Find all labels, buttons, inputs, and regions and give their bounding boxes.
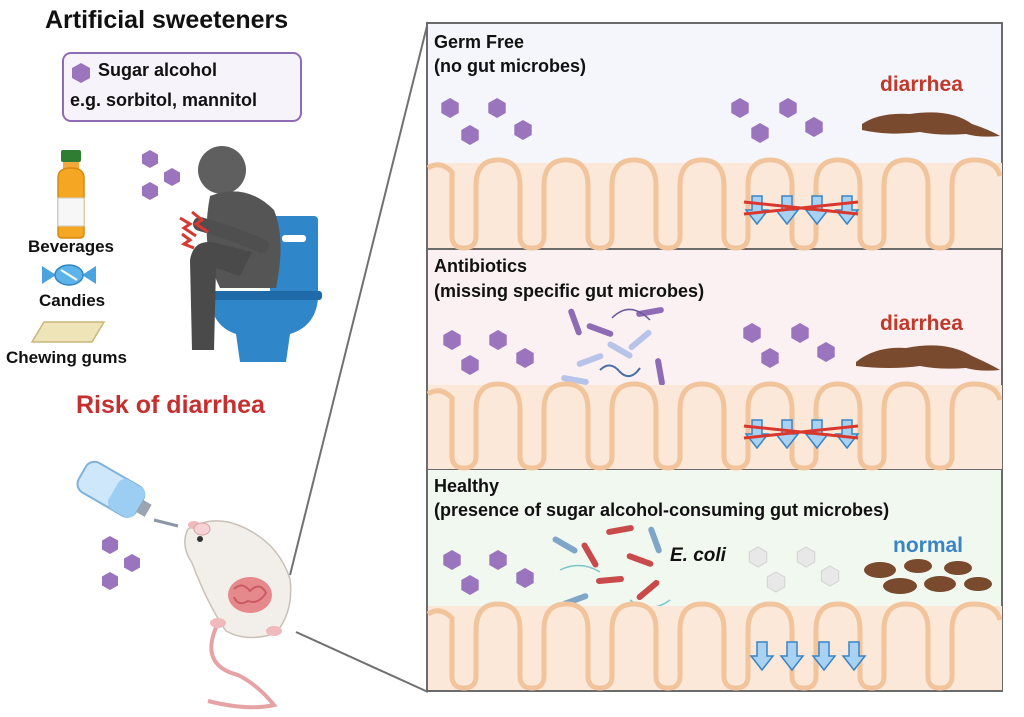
sugar-alcohol-hexagon-icon <box>72 63 90 83</box>
person-on-toilet-icon <box>190 146 322 362</box>
gum-icon <box>30 321 106 343</box>
food-label-chewing-gums: Chewing gums <box>6 348 127 367</box>
bottle-icon <box>57 150 85 239</box>
risk-of-diarrhea-label: Risk of diarrhea <box>76 391 265 419</box>
mouse-icon <box>184 520 292 710</box>
sugar-alcohol-molecules <box>142 150 180 200</box>
panel-antibiotics-water-label: Water absorption <box>726 395 866 414</box>
legend-example: e.g. sorbitol, mannitol <box>70 90 258 110</box>
panel-healthy-subtitle: (presence of sugar alcohol-consuming gut… <box>434 500 890 520</box>
panel-germ-free-subtitle: (no gut microbes) <box>434 56 586 76</box>
sugar-alcohol-molecules-water <box>102 536 140 590</box>
panel-healthy-title: Healthy <box>434 476 500 496</box>
water-bottle-icon <box>76 460 179 528</box>
ecoli-label: E. coli <box>670 545 726 566</box>
panel-healthy-water-label: Water absorption <box>730 615 870 634</box>
panel-germ-free-title: Germ Free <box>434 32 525 52</box>
pain-bolt-icon <box>179 210 209 250</box>
food-label-candies: Candies <box>39 291 106 310</box>
panel-antibiotics-subtitle: (missing specific gut microbes) <box>434 281 705 301</box>
legend-label: Sugar alcohol <box>98 60 218 80</box>
panel-antibiotics-outcome: diarrhea <box>880 312 963 335</box>
candy-icon <box>42 264 96 286</box>
panel-germ-free-water-label: Water absorption <box>723 169 863 188</box>
food-label-beverages: Beverages <box>28 237 115 256</box>
panel-healthy-outcome: normal <box>893 534 964 557</box>
panel-germ-free-outcome: diarrhea <box>880 73 963 96</box>
page-title: Artificial sweeteners <box>45 6 289 34</box>
legend-box <box>62 52 302 122</box>
panel-antibiotics-title: Antibiotics <box>434 256 527 276</box>
